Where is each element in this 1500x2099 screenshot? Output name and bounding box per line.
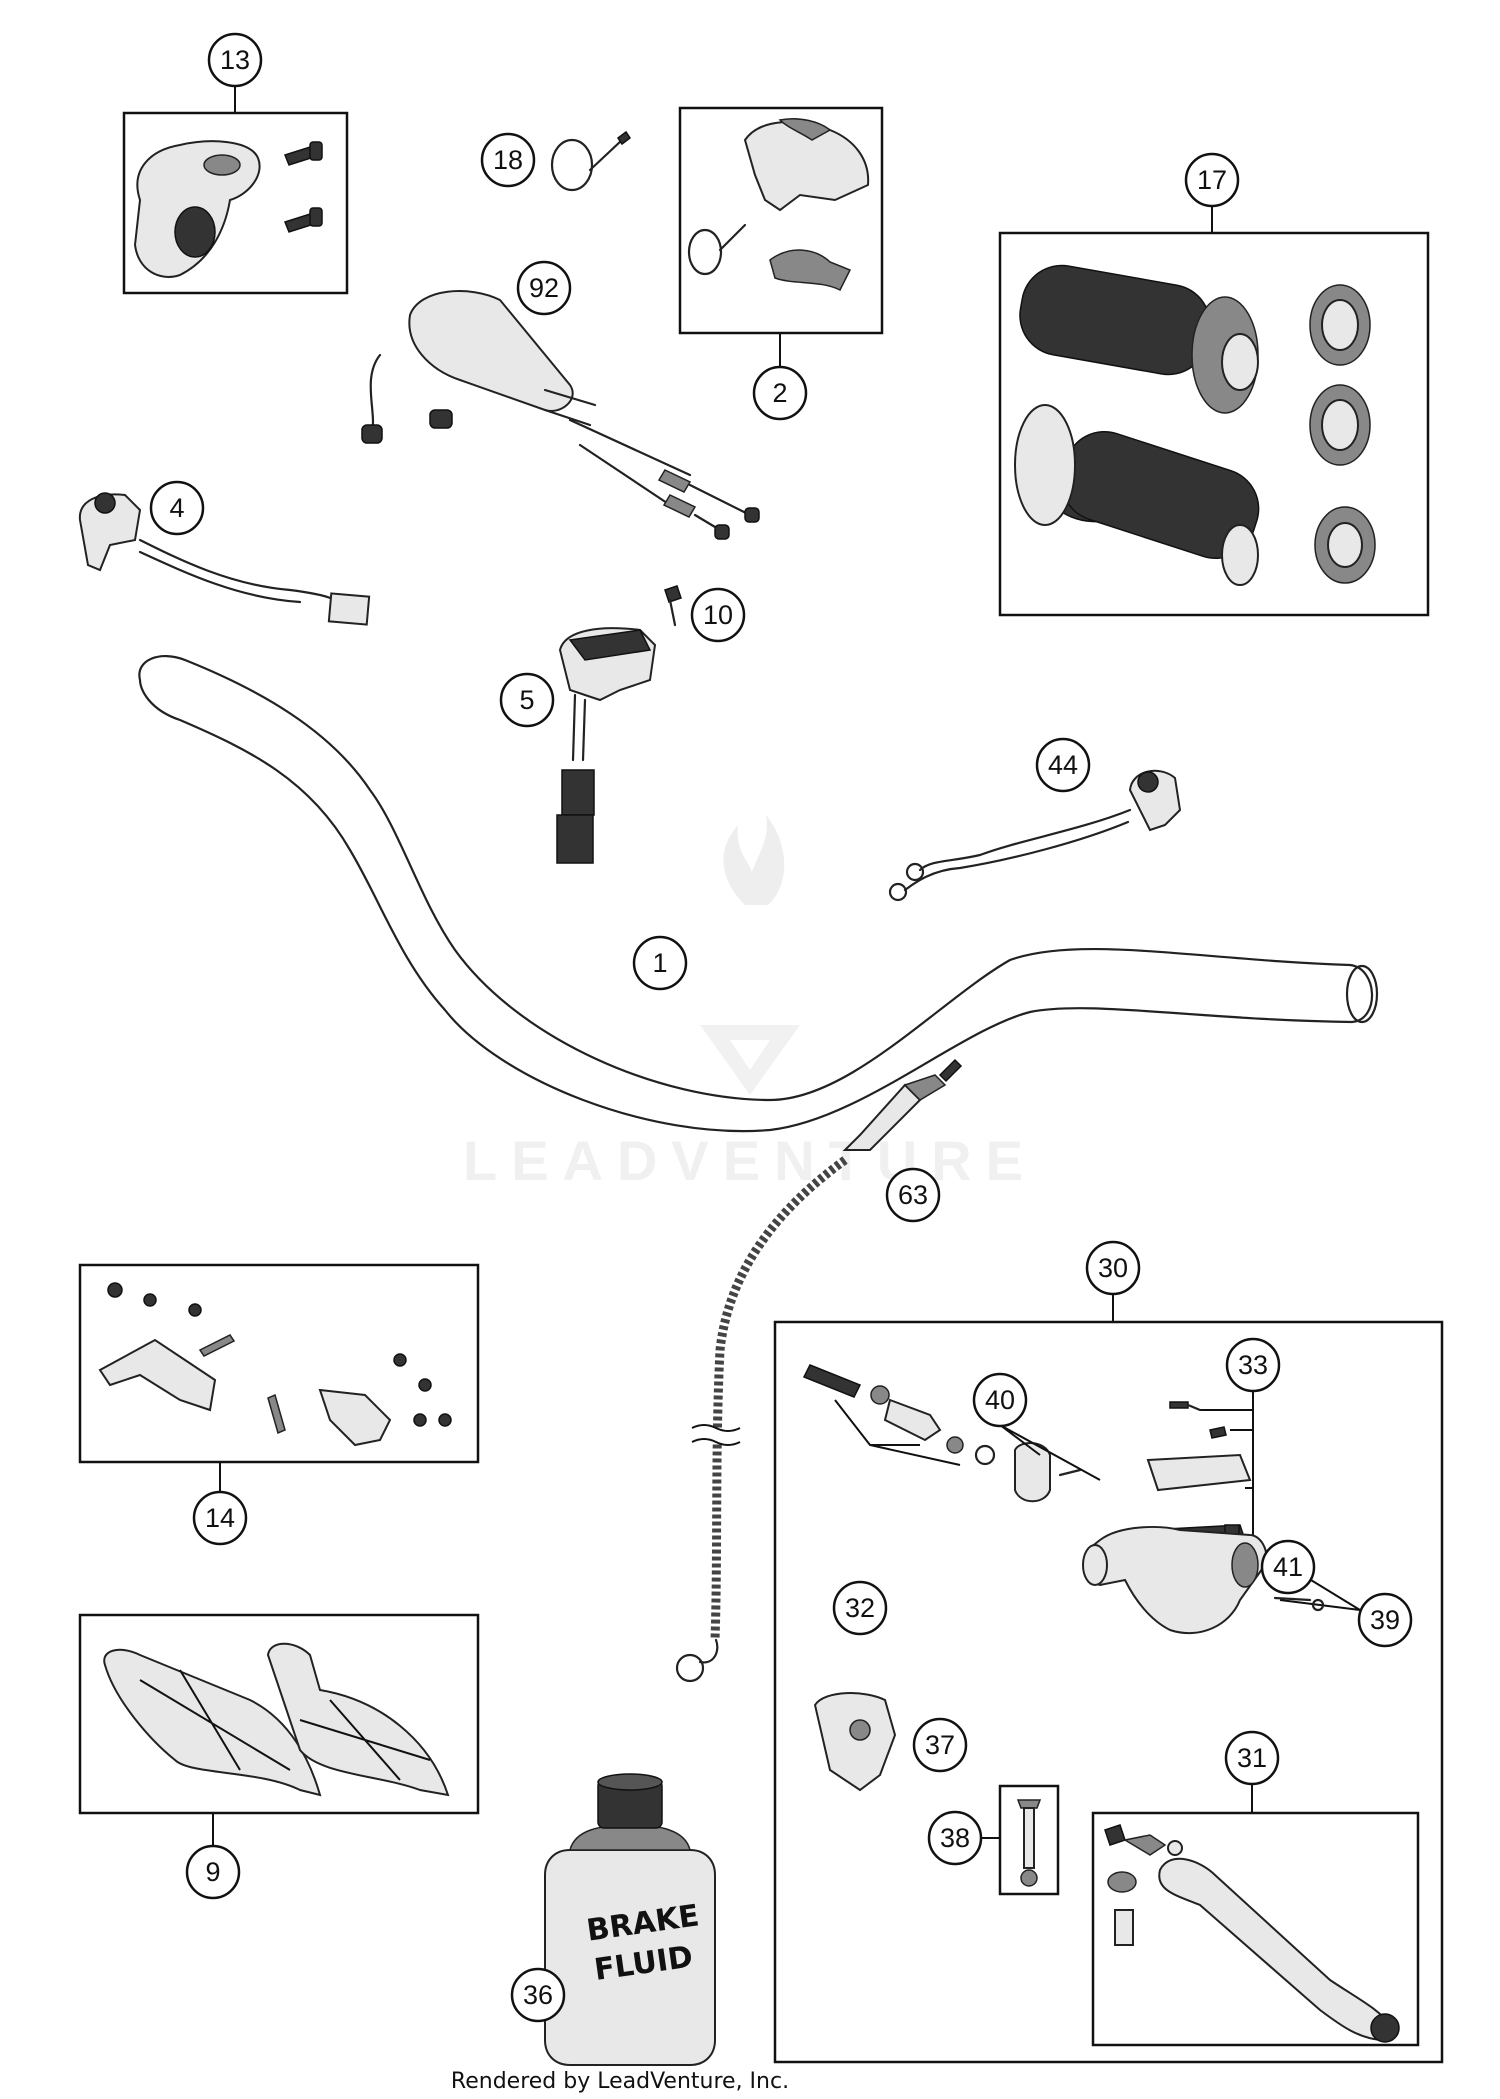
box-30 [773,1320,1444,2064]
screw-10 [664,585,682,627]
brake-fluid-can-36: BRAKE FLUID [544,1773,716,2066]
svg-text:17: 17 [1197,165,1227,195]
svg-text:39: 39 [1370,1605,1400,1635]
svg-text:41: 41 [1273,1552,1303,1582]
watermark-text: LEADVENTURE [463,1129,1037,1192]
svg-text:5: 5 [519,685,534,715]
box-31 [1091,1811,1420,2047]
callout-40[interactable]: 40 [972,1372,1028,1428]
svg-text:2: 2 [772,378,787,408]
callout-63[interactable]: 63 [885,1167,941,1223]
handlebar [138,655,1379,1133]
svg-text:63: 63 [898,1180,928,1210]
watermark-logo: LEADVENTURE [463,815,1037,1192]
piston-kit-32 [802,1364,996,1466]
svg-text:40: 40 [985,1385,1015,1415]
callout-41[interactable]: 41 [1260,1539,1316,1595]
callout-17[interactable]: 17 [1184,152,1240,208]
svg-text:4: 4 [169,493,184,523]
switch-cover-2 [687,118,870,292]
boot-40 [999,1424,1101,1503]
callout-92[interactable]: 92 [516,260,572,316]
callout-10[interactable]: 10 [690,587,746,643]
box-14 [78,1263,480,1464]
svg-text:18: 18 [493,145,523,175]
callout-33[interactable]: 33 [1225,1337,1281,1393]
grip-set-17 [1014,264,1376,586]
callout-32[interactable]: 32 [832,1580,888,1636]
callout-30[interactable]: 30 [1085,1240,1141,1296]
callout-38[interactable]: 38 [927,1810,983,1866]
svg-text:1: 1 [652,948,667,978]
callout-13[interactable]: 13 [207,32,263,88]
callout-18[interactable]: 18 [480,132,536,188]
svg-text:38: 38 [940,1823,970,1853]
svg-text:9: 9 [205,1857,220,1887]
callout-37[interactable]: 37 [912,1717,968,1773]
callout-1[interactable]: 1 [632,935,688,991]
svg-text:32: 32 [845,1593,875,1623]
svg-text:37: 37 [925,1730,955,1760]
combination-switch-5 [556,627,657,864]
throttle-housing-92 [361,290,760,540]
switch-clamp-13 [133,140,323,278]
master-cylinder [1082,1526,1361,1635]
callout-4[interactable]: 4 [149,480,205,536]
callout-2[interactable]: 2 [752,365,808,421]
brake-fluid-label: BRAKE FLUID [585,1898,702,1988]
hot-start-switch-44 [888,769,1182,902]
svg-text:10: 10 [703,600,733,630]
kill-switch-4 [78,492,371,626]
hand-guard-kit-14 [98,1282,452,1447]
svg-text:30: 30 [1098,1253,1128,1283]
brake-line-63 [675,1058,963,1683]
svg-text:36: 36 [523,1980,553,2010]
svg-text:13: 13 [220,45,250,75]
bolt-set-38 [1016,1799,1042,1887]
clamp-37 [813,1692,897,1792]
callout-5[interactable]: 5 [499,672,555,728]
svg-text:44: 44 [1048,750,1078,780]
box-9 [78,1613,480,1815]
callout-39[interactable]: 39 [1357,1592,1413,1648]
callout-14[interactable]: 14 [192,1490,248,1546]
box-17 [998,231,1430,617]
svg-text:33: 33 [1238,1350,1268,1380]
hand-guards-9 [103,1642,450,1797]
callout-36[interactable]: 36 [510,1967,566,2023]
cable-tie-18 [550,130,632,192]
box-38 [998,1784,1060,1896]
svg-text:14: 14 [205,1503,235,1533]
callout-9[interactable]: 9 [185,1844,241,1900]
footer-credit: Rendered by LeadVenture, Inc. [451,2069,789,2094]
svg-text:92: 92 [529,273,559,303]
svg-text:31: 31 [1237,1743,1267,1773]
callout-31[interactable]: 31 [1224,1730,1280,1786]
brake-lever-31 [1104,1824,1400,2043]
callout-44[interactable]: 44 [1035,737,1091,793]
